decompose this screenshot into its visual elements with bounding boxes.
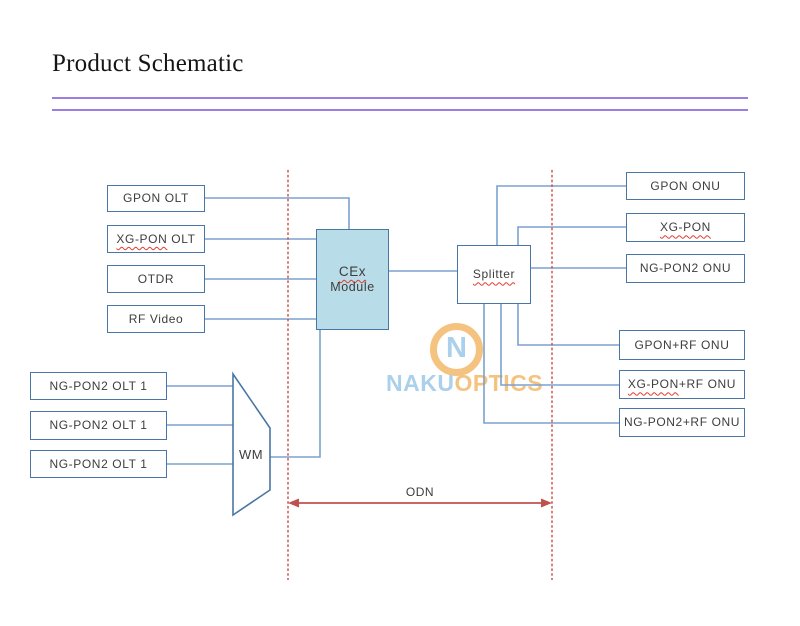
box-xgpon-olt-label-wavy: XG-PON [116, 231, 168, 246]
brand-name-blue: NAKU [386, 370, 455, 396]
box-xgpon-onu: XG-PON [626, 213, 745, 242]
box-otdr-label: OTDR [137, 271, 175, 286]
odn-arrowhead-right [541, 498, 552, 508]
wm-label: WM [238, 447, 264, 462]
box-ngpon2-rf-onu: NG-PON2+RF ONU [619, 408, 745, 437]
box-ngpon2-onu-label: NG-PON2 ONU [639, 261, 732, 276]
box-rf-video-label: RF Video [128, 311, 184, 326]
box-ngpon2-olt-3: NG-PON2 OLT 1 [30, 450, 167, 478]
box-ngpon2-onu: NG-PON2 ONU [626, 254, 745, 283]
line-splitter-to-ngpon2-rf-onu [483, 304, 619, 424]
cex-module-label: Module [330, 280, 375, 295]
line-wm-to-cex [270, 330, 321, 458]
box-splitter: Splitter [457, 245, 531, 304]
box-ngpon2-olt-2-label: NG-PON2 OLT 1 [49, 418, 148, 433]
box-xgpon-rf-onu-label: +RF ONU [678, 377, 737, 392]
line-splitter-to-xgpon-rf-onu [500, 304, 619, 386]
box-gpon-onu: GPON ONU [626, 172, 745, 200]
box-ngpon2-olt-1-label: NG-PON2 OLT 1 [49, 378, 148, 393]
box-gpon-olt-label: GPON OLT [123, 191, 189, 206]
line-splitter-to-gpon-rf-onu [517, 304, 619, 346]
box-rf-video: RF Video [107, 305, 205, 333]
box-ngpon2-olt-3-label: NG-PON2 OLT 1 [49, 456, 148, 471]
odn-span-arrow [288, 498, 552, 508]
box-gpon-olt: GPON OLT [107, 185, 205, 212]
cex-label: CEx [338, 263, 367, 279]
wm-multiplexer-shape [232, 371, 271, 517]
line-splitter-to-gpon-onu [496, 185, 626, 245]
box-gpon-rf-onu: GPON+RF ONU [619, 330, 745, 360]
page-title: Product Schematic [52, 50, 244, 77]
box-otdr: OTDR [107, 265, 205, 293]
box-ngpon2-olt-1: NG-PON2 OLT 1 [30, 372, 167, 400]
box-xgpon-rf-onu: XG-PON+RF ONU [619, 370, 745, 399]
logo-letter: N [446, 332, 467, 364]
line-splitter-to-xgpon [517, 226, 626, 245]
title-rule-bottom [52, 109, 748, 111]
box-xgpon-olt-label: OLT [167, 231, 196, 246]
box-xgpon-onu-label-wavy: XG-PON [660, 220, 711, 235]
logo-ring-icon: N [430, 323, 483, 376]
box-ngpon2-rf-onu-label: NG-PON2+RF ONU [623, 415, 741, 430]
box-gpon-onu-label: GPON ONU [650, 178, 721, 193]
brand-name-orange: OPTICS [454, 370, 544, 396]
box-xgpon-olt: XG-PON OLT [107, 225, 205, 253]
box-gpon-rf-onu-label: GPON+RF ONU [634, 337, 730, 352]
brand-name: NAKUOPTICS [386, 370, 543, 396]
box-cex-module: CEx Module [316, 229, 389, 330]
box-xgpon-rf-onu-label-wavy: XG-PON [627, 377, 679, 392]
splitter-label-wavy: Splitter [472, 267, 516, 282]
odn-label: ODN [405, 485, 435, 499]
title-rule-top [52, 97, 748, 99]
odn-arrowhead-left [288, 498, 299, 508]
box-ngpon2-olt-2: NG-PON2 OLT 1 [30, 411, 167, 440]
line-gpon-olt-to-cex [205, 197, 350, 229]
